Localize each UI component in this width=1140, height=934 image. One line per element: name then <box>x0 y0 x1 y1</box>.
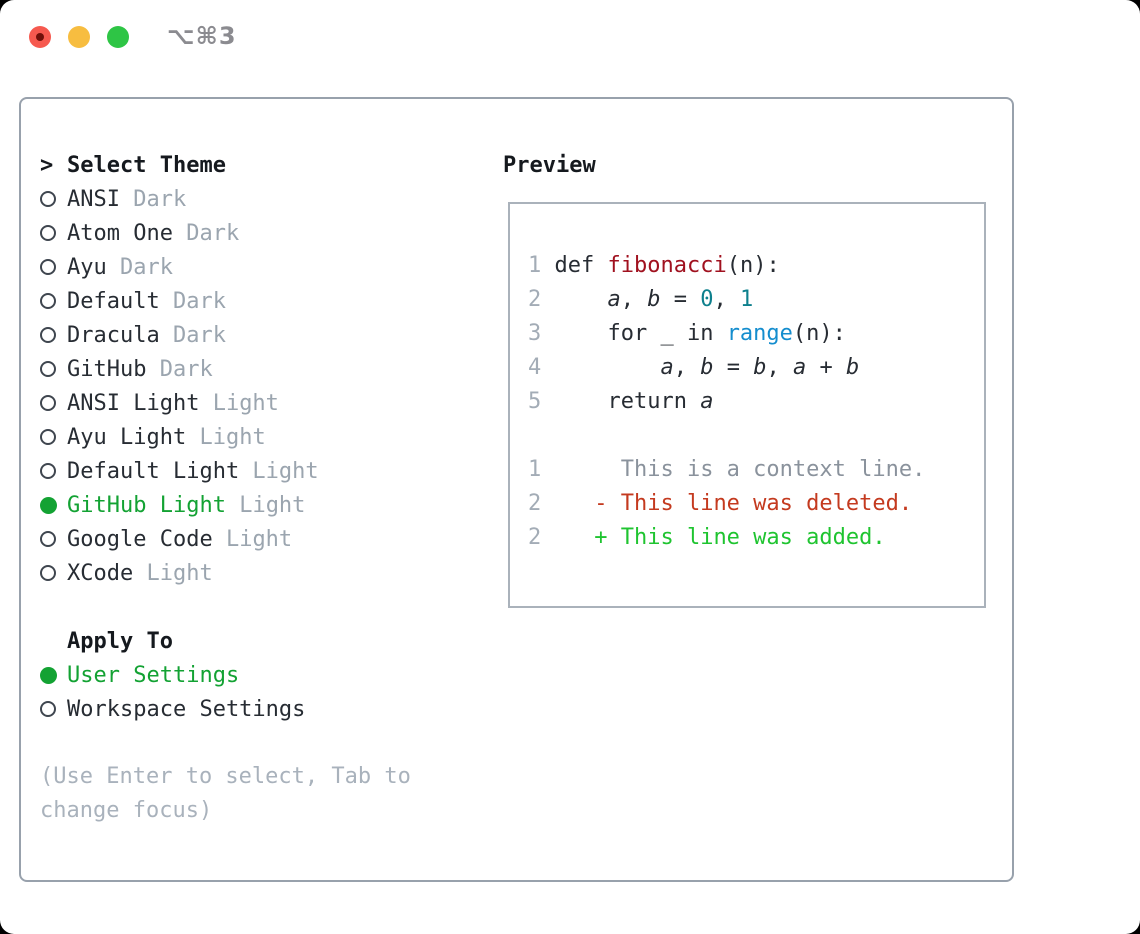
radio-icon <box>40 225 56 241</box>
code-line: 2 + This line was added. <box>528 524 886 550</box>
zoom-button[interactable] <box>107 26 129 48</box>
apply-option-label: User Settings <box>67 662 240 688</box>
code-line: 4 a, b = b, a + b <box>528 354 860 380</box>
theme-option-label: Google Code <box>67 526 213 552</box>
code-line: 3 for _ in range(n): <box>528 320 846 346</box>
theme-variant-label: Dark <box>106 254 173 280</box>
radio-icon <box>40 429 56 445</box>
theme-variant-label: Light <box>212 526 293 552</box>
radio-selected-icon <box>40 666 57 684</box>
apply-option-workspace-settings[interactable]: Workspace Settings <box>40 692 495 726</box>
theme-variant-label: Light <box>239 458 319 484</box>
theme-option-default-light[interactable]: Default Light Light <box>40 454 495 488</box>
theme-option-label: Atom One <box>67 220 173 246</box>
theme-option-label: ANSI <box>67 186 120 212</box>
apply-to-title: Apply To <box>67 628 173 654</box>
radio-icon <box>40 327 56 343</box>
code-line: 1 This is a context line. <box>528 456 926 482</box>
code-line: 2 a, b = 0, 1 <box>528 286 754 312</box>
minimize-button[interactable] <box>68 26 90 48</box>
theme-option-label: ANSI Light <box>67 390 200 416</box>
theme-option-github[interactable]: GitHub Dark <box>40 352 495 386</box>
radio-icon <box>40 463 56 479</box>
theme-option-ansi-light[interactable]: ANSI Light Light <box>40 386 495 420</box>
theme-option-label: GitHub Light <box>67 492 226 518</box>
radio-icon <box>40 191 56 207</box>
theme-option-label: Default <box>67 288 160 314</box>
radio-selected-icon <box>40 496 57 514</box>
window-title: ⌥⌘3 <box>167 22 237 50</box>
radio-icon <box>40 259 56 275</box>
theme-variant-label: Dark <box>159 322 226 348</box>
code-line <box>528 418 984 452</box>
radio-icon <box>40 395 56 411</box>
radio-icon <box>40 701 56 717</box>
apply-option-label: Workspace Settings <box>67 696 306 722</box>
theme-option-xcode[interactable]: XCode Light <box>40 556 495 590</box>
theme-option-ayu[interactable]: Ayu Dark <box>40 250 495 284</box>
window-titlebar: ⌥⌘3 <box>0 0 1140 75</box>
theme-option-atom-one[interactable]: Atom One Dark <box>40 216 495 250</box>
theme-option-label: GitHub <box>67 356 147 382</box>
code-preview: 1 def fibonacci(n): 2 a, b = 0, 1 3 for _ … <box>510 204 984 554</box>
theme-option-label: Ayu Light <box>67 424 187 450</box>
close-button[interactable] <box>29 26 51 48</box>
theme-option-google-code[interactable]: Google Code Light <box>40 522 495 556</box>
select-theme-title: Select Theme <box>67 152 226 178</box>
radio-icon <box>40 361 56 377</box>
cursor-marker: > <box>40 152 54 178</box>
code-line: 5 return a <box>528 388 714 414</box>
theme-option-dracula[interactable]: Dracula Dark <box>40 318 495 352</box>
theme-option-ansi[interactable]: ANSI Dark <box>40 182 495 216</box>
theme-variant-label: Light <box>199 390 279 416</box>
theme-option-ayu-light[interactable]: Ayu Light Light <box>40 420 495 454</box>
theme-variant-label: Dark <box>159 288 226 314</box>
theme-option-github-light[interactable]: GitHub Light Light <box>40 488 495 522</box>
apply-option-user-settings[interactable]: User Settings <box>40 658 495 692</box>
preview-box: 1 def fibonacci(n): 2 a, b = 0, 1 3 for _ … <box>508 202 986 608</box>
theme-option-label: Default Light <box>67 458 240 484</box>
theme-option-label: XCode <box>67 560 134 586</box>
radio-icon <box>40 565 56 581</box>
radio-icon <box>40 293 56 309</box>
theme-variant-label: Dark <box>146 356 213 382</box>
apply-to-header: Apply To <box>40 624 495 658</box>
radio-icon <box>40 531 56 547</box>
unsaved-dot-icon <box>36 33 44 41</box>
spacer <box>40 726 495 760</box>
spacer <box>40 590 495 624</box>
theme-variant-label: Dark <box>172 220 240 246</box>
hint-text: (Use Enter to select, Tab to change focu… <box>40 764 411 823</box>
preview-header: Preview <box>503 152 596 178</box>
traffic-lights <box>29 26 129 48</box>
code-line: 1 def fibonacci(n): <box>528 252 780 278</box>
theme-variant-label: Light <box>225 492 306 518</box>
theme-option-label: Ayu <box>67 254 107 280</box>
theme-variant-label: Dark <box>119 186 187 212</box>
select-theme-header: > Select Theme <box>40 148 495 182</box>
code-line: 2 - This line was deleted. <box>528 490 913 516</box>
theme-variant-label: Light <box>133 560 213 586</box>
theme-option-label: Dracula <box>67 322 160 348</box>
theme-option-default[interactable]: Default Dark <box>40 284 495 318</box>
theme-variant-label: Light <box>186 424 266 450</box>
